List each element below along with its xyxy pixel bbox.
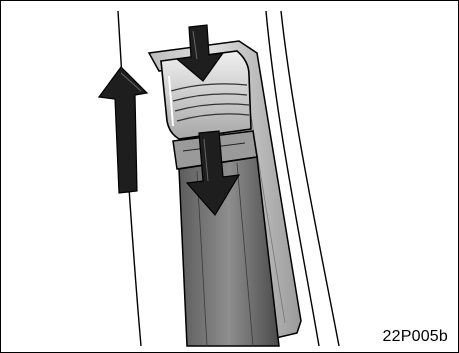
arrow-up-icon <box>99 67 147 193</box>
figure-code-label: 22P005b <box>383 328 448 346</box>
